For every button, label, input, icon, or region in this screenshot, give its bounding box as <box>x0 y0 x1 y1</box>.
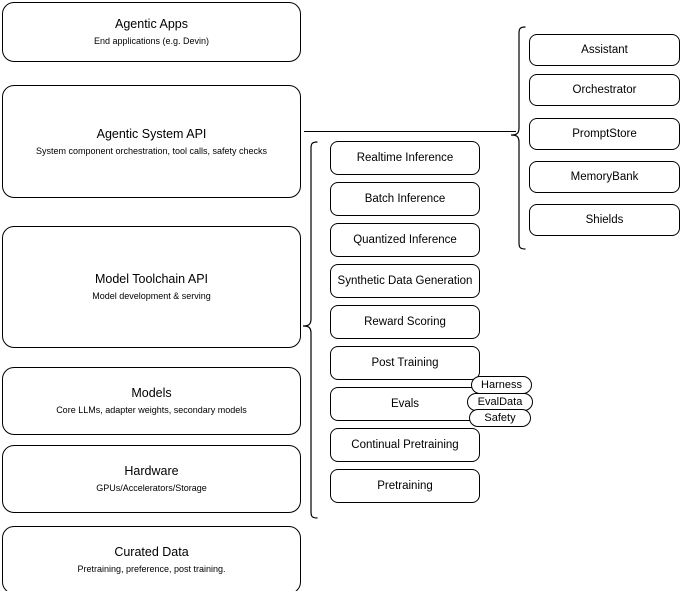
component-box-continual-pretraining[interactable]: Continual Pretraining <box>330 428 480 462</box>
component-box-realtime-inference[interactable]: Realtime Inference <box>330 141 480 175</box>
layer-box-curated-data[interactable]: Curated Data Pretraining, preference, po… <box>2 526 301 591</box>
eval-tag-label: Safety <box>484 411 516 424</box>
layer-title: Hardware <box>124 464 179 478</box>
component-box-shields[interactable]: Shields <box>529 204 680 236</box>
layer-title: Models <box>131 386 172 400</box>
component-label: Batch Inference <box>364 192 446 205</box>
component-label: MemoryBank <box>570 170 639 183</box>
component-label: Evals <box>390 397 420 410</box>
eval-tag-label: Harness <box>481 378 522 391</box>
eval-tag-label: EvalData <box>477 395 523 408</box>
right-column-brace-icon <box>510 24 526 252</box>
eval-tag-harness[interactable]: Harness <box>471 376 532 394</box>
layer-box-model-toolchain-api[interactable]: Model Toolchain API Model development & … <box>2 226 301 348</box>
layer-box-agentic-apps[interactable]: Agentic Apps End applications (e.g. Devi… <box>2 2 301 62</box>
component-box-reward-scoring[interactable]: Reward Scoring <box>330 305 480 339</box>
component-box-synthetic-data-generation[interactable]: Synthetic Data Generation <box>330 264 480 298</box>
component-box-post-training[interactable]: Post Training <box>330 346 480 380</box>
component-box-memorybank[interactable]: MemoryBank <box>529 161 680 193</box>
component-label: Realtime Inference <box>356 151 454 164</box>
component-label: Assistant <box>581 43 628 56</box>
layer-title: Agentic System API <box>96 126 207 141</box>
component-box-evals[interactable]: Evals <box>330 387 480 421</box>
component-label: Shields <box>585 213 624 226</box>
component-box-orchestrator[interactable]: Orchestrator <box>529 74 680 106</box>
layer-subtitle: Pretraining, preference, post training. <box>77 564 226 574</box>
component-label: Post Training <box>371 356 439 369</box>
connector-line-agentic-system-to-components <box>304 131 516 132</box>
layer-title: Agentic Apps <box>115 17 188 31</box>
layer-box-hardware[interactable]: Hardware GPUs/Accelerators/Storage <box>2 445 301 513</box>
component-label: Quantized Inference <box>353 233 457 246</box>
layer-subtitle: Core LLMs, adapter weights, secondary mo… <box>56 405 247 415</box>
middle-column-brace-icon <box>302 139 318 521</box>
eval-tag-safety[interactable]: Safety <box>469 409 531 427</box>
layer-title: Curated Data <box>114 545 189 559</box>
layer-title: Model Toolchain API <box>94 272 209 286</box>
layer-subtitle: End applications (e.g. Devin) <box>93 36 210 46</box>
component-label: Continual Pretraining <box>351 438 459 451</box>
component-label: Reward Scoring <box>364 315 446 328</box>
component-label: PromptStore <box>572 127 637 140</box>
component-label: Orchestrator <box>572 83 637 96</box>
component-box-batch-inference[interactable]: Batch Inference <box>330 182 480 216</box>
component-box-quantized-inference[interactable]: Quantized Inference <box>330 223 480 257</box>
layer-subtitle: System component orchestration, tool cal… <box>35 145 268 156</box>
layer-box-agentic-system-api[interactable]: Agentic System API System component orch… <box>2 85 301 198</box>
component-label: Synthetic Data Generation <box>337 274 473 287</box>
component-label: Pretraining <box>377 479 433 492</box>
layer-box-models[interactable]: Models Core LLMs, adapter weights, secon… <box>2 367 301 435</box>
component-box-pretraining[interactable]: Pretraining <box>330 469 480 503</box>
layer-subtitle: Model development & serving <box>92 291 211 301</box>
component-box-promptstore[interactable]: PromptStore <box>529 118 680 150</box>
component-box-assistant[interactable]: Assistant <box>529 34 680 66</box>
layer-subtitle: GPUs/Accelerators/Storage <box>96 483 207 493</box>
